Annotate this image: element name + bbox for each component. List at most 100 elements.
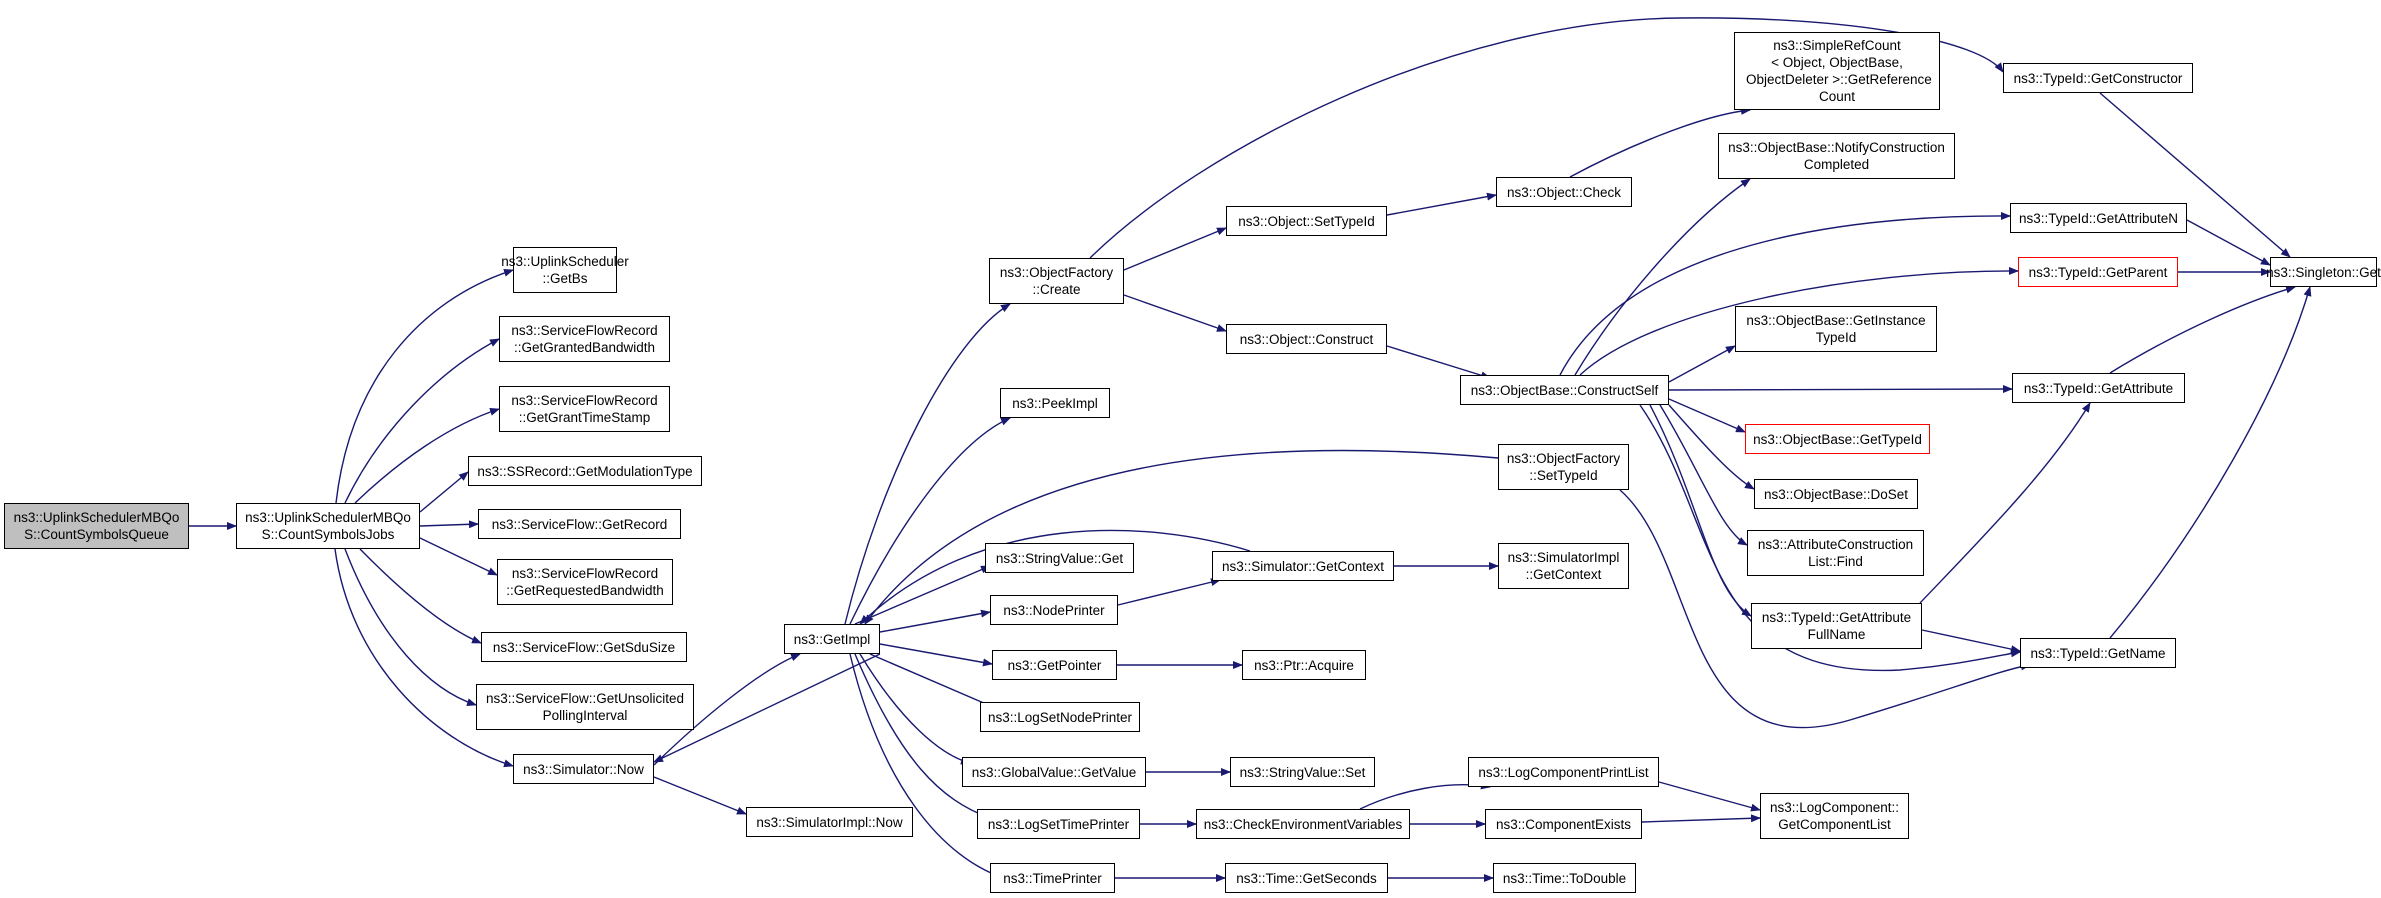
node-objectbase-doset[interactable]: ns3::ObjectBase::DoSet xyxy=(1754,479,1918,509)
edge-jobs-to-simnow xyxy=(334,548,514,768)
edge-jobs-to-reqbw xyxy=(419,537,498,576)
node-typeid-getattributefullname[interactable]: ns3::TypeId::GetAttribute FullName xyxy=(1751,603,1922,649)
node-simulator-now[interactable]: ns3::Simulator::Now xyxy=(513,754,654,784)
node-checkenvironmentvariables[interactable]: ns3::CheckEnvironmentVariables xyxy=(1196,809,1410,839)
edge-jobs-to-getbs xyxy=(335,268,514,504)
node-getgranttimestamp[interactable]: ns3::ServiceFlowRecord ::GetGrantTimeSta… xyxy=(499,386,670,432)
node-simulatorimpl-getcontext[interactable]: ns3::SimulatorImpl ::GetContext xyxy=(1498,543,1629,589)
node-typeid-getconstructor[interactable]: ns3::TypeId::GetConstructor xyxy=(2003,63,2193,93)
node-time-todouble[interactable]: ns3::Time::ToDouble xyxy=(1493,863,1636,893)
node-typeid-getparent[interactable]: ns3::TypeId::GetParent xyxy=(2018,257,2178,287)
node-typeid-getattribute[interactable]: ns3::TypeId::GetAttribute xyxy=(2012,373,2185,403)
edge-settypeid-to-objcheck xyxy=(1386,192,1497,216)
node-timeprinter[interactable]: ns3::TimePrinter xyxy=(990,863,1115,893)
edge-getattribute-to-singleton xyxy=(2109,285,2296,374)
edge-checkenv-to-logcompprint xyxy=(1359,781,1491,810)
edge-constructself-to-getname xyxy=(1639,404,2021,672)
edge-getimpl-to-getpointer xyxy=(879,643,993,667)
node-getimpl[interactable]: ns3::GetImpl xyxy=(784,624,880,654)
node-singleton-get[interactable]: ns3::Singleton::Get xyxy=(2266,257,2381,287)
node-stringvalue-set[interactable]: ns3::StringValue::Set xyxy=(1230,757,1375,787)
edge-jobs-to-modtype xyxy=(419,471,469,513)
node-stringvalue-get[interactable]: ns3::StringValue::Get xyxy=(985,543,1134,573)
edge-simnow-to-getimpl xyxy=(653,653,801,766)
edge-constructself-to-getparent xyxy=(1579,266,2019,376)
edge-getimpl-to-nodeprinter xyxy=(879,609,991,633)
node-getrequestedbandwidth[interactable]: ns3::ServiceFlowRecord ::GetRequestedBan… xyxy=(497,559,673,605)
edge-getconstructor-to-singleton xyxy=(2099,92,2291,258)
edge-ofsettypeid-to-getimpl xyxy=(864,449,1499,625)
node-typeid-getattributen[interactable]: ns3::TypeId::GetAttributeN xyxy=(2010,203,2187,233)
node-object-construct[interactable]: ns3::Object::Construct xyxy=(1226,324,1387,354)
edge-ofcreate-to-objconstruct xyxy=(1123,294,1227,332)
node-nodeprinter[interactable]: ns3::NodePrinter xyxy=(990,595,1118,625)
edge-getimpl-to-peekimpl xyxy=(849,417,1011,625)
edge-getimpl-to-logsettime xyxy=(854,653,991,819)
node-objectbase-getinstancetypeid[interactable]: ns3::ObjectBase::GetInstance TypeId xyxy=(1735,306,1937,352)
node-objectfactory-settypeid[interactable]: ns3::ObjectFactory ::SetTypeId xyxy=(1498,444,1629,490)
node-getgrantedbandwidth[interactable]: ns3::ServiceFlowRecord ::GetGrantedBandw… xyxy=(499,316,670,362)
edge-constructself-to-getinstance xyxy=(1668,345,1736,383)
edge-getimpl-to-strget xyxy=(854,565,991,625)
edge-getimpl-to-simnow xyxy=(653,653,881,763)
edge-jobs-to-sdusize xyxy=(359,548,482,644)
edge-constructself-to-getattrn xyxy=(1559,211,2011,376)
node-typeid-getname[interactable]: ns3::TypeId::GetName xyxy=(2020,638,2176,668)
edge-simgetctx-to-getimpl xyxy=(859,529,1251,625)
edge-simnow-to-simimplnow xyxy=(653,776,747,815)
node-simulator-getcontext[interactable]: ns3::Simulator::GetContext xyxy=(1212,551,1394,581)
node-simulatorimpl-now[interactable]: ns3::SimulatorImpl::Now xyxy=(746,807,913,837)
edge-getimpl-to-logsetnode xyxy=(869,653,1001,711)
node-logsetnodeprinter[interactable]: ns3::LogSetNodePrinter xyxy=(980,702,1140,732)
node-globalvalue-getvalue[interactable]: ns3::GlobalValue::GetValue xyxy=(962,757,1146,787)
node-getsdusize[interactable]: ns3::ServiceFlow::GetSduSize xyxy=(481,632,687,662)
node-servicefl-getrecord[interactable]: ns3::ServiceFlow::GetRecord xyxy=(478,509,681,539)
node-time-getseconds[interactable]: ns3::Time::GetSeconds xyxy=(1225,863,1388,893)
edge-attrfullname-to-getattribute xyxy=(1919,402,2091,604)
node-objectfactory-create[interactable]: ns3::ObjectFactory ::Create xyxy=(989,258,1124,304)
node-countsymbolsjobs[interactable]: ns3::UplinkSchedulerMBQo S::CountSymbols… xyxy=(236,503,420,549)
node-getbs[interactable]: ns3::UplinkScheduler ::GetBs xyxy=(501,247,629,293)
node-objectbase-gettypeid[interactable]: ns3::ObjectBase::GetTypeId xyxy=(1745,424,1930,454)
edge-constructself-to-attrfullname xyxy=(1649,404,1752,617)
edge-getname-to-singleton xyxy=(2109,286,2312,639)
edge-nodeprinter-to-simgetctx xyxy=(1117,578,1221,606)
node-getunsolicitedpollinginterval[interactable]: ns3::ServiceFlow::GetUnsolicited Polling… xyxy=(476,684,694,730)
edge-jobs-to-granttime xyxy=(354,407,500,504)
edge-ofsettypeid-to-getname xyxy=(1619,489,2031,729)
edge-getattrn-to-singleton xyxy=(2186,219,2271,266)
edge-constructself-to-getattribute xyxy=(1668,385,2013,394)
edge-constructself-to-doset xyxy=(1668,404,1755,490)
node-object-check[interactable]: ns3::Object::Check xyxy=(1496,177,1632,207)
node-componentexists[interactable]: ns3::ComponentExists xyxy=(1485,809,1642,839)
edge-jobs-to-unsolicited xyxy=(344,548,477,707)
node-logcomponentprintlist[interactable]: ns3::LogComponentPrintList xyxy=(1468,757,1659,787)
node-objectbase-notifyconstructioncompleted[interactable]: ns3::ObjectBase::NotifyConstruction Comp… xyxy=(1718,133,1955,179)
edge-getimpl-to-ofcreate xyxy=(844,303,1011,625)
edge-logcompprint-to-getcomplist xyxy=(1658,781,1761,812)
edge-constructself-to-notifyconst xyxy=(1574,178,1751,376)
edge-objcheck-to-refcount xyxy=(1569,106,1751,178)
node-logsettimeprinter[interactable]: ns3::LogSetTimePrinter xyxy=(977,809,1140,839)
node-object-settypeid[interactable]: ns3::Object::SetTypeId xyxy=(1226,206,1387,236)
edge-jobs-to-getrecord xyxy=(419,520,479,529)
node-logcomponent-getcomponentlist[interactable]: ns3::LogComponent:: GetComponentList xyxy=(1760,793,1909,839)
edge-constructself-to-obgettypeid xyxy=(1668,398,1746,433)
edge-constructself-to-attrfind xyxy=(1659,404,1748,546)
edge-objconstruct-to-constructself xyxy=(1386,345,1491,380)
edge-jobs-to-grantedbw xyxy=(344,338,500,504)
node-attributeconstructionlist-find[interactable]: ns3::AttributeConstruction List::Find xyxy=(1747,530,1924,576)
node-countsymbolsqueue: ns3::UplinkSchedulerMBQo S::CountSymbols… xyxy=(4,503,189,549)
edge-compexists-to-getcomplist xyxy=(1641,814,1761,823)
edge-getimpl-to-timeprinter xyxy=(849,653,1011,882)
node-peekimpl[interactable]: ns3::PeekImpl xyxy=(1000,388,1110,418)
node-objectbase-constructself[interactable]: ns3::ObjectBase::ConstructSelf xyxy=(1460,375,1669,405)
node-simplerefcount-getreferencecount[interactable]: ns3::SimpleRefCount < Object, ObjectBase… xyxy=(1734,32,1940,110)
node-getpointer[interactable]: ns3::GetPointer xyxy=(992,650,1117,680)
node-getmodulationtype[interactable]: ns3::SSRecord::GetModulationType xyxy=(468,456,702,486)
edge-ofcreate-to-settypeid xyxy=(1123,227,1227,271)
node-ptr-acquire[interactable]: ns3::Ptr::Acquire xyxy=(1242,650,1366,680)
edge-getimpl-to-gvgetvalue xyxy=(859,653,971,765)
